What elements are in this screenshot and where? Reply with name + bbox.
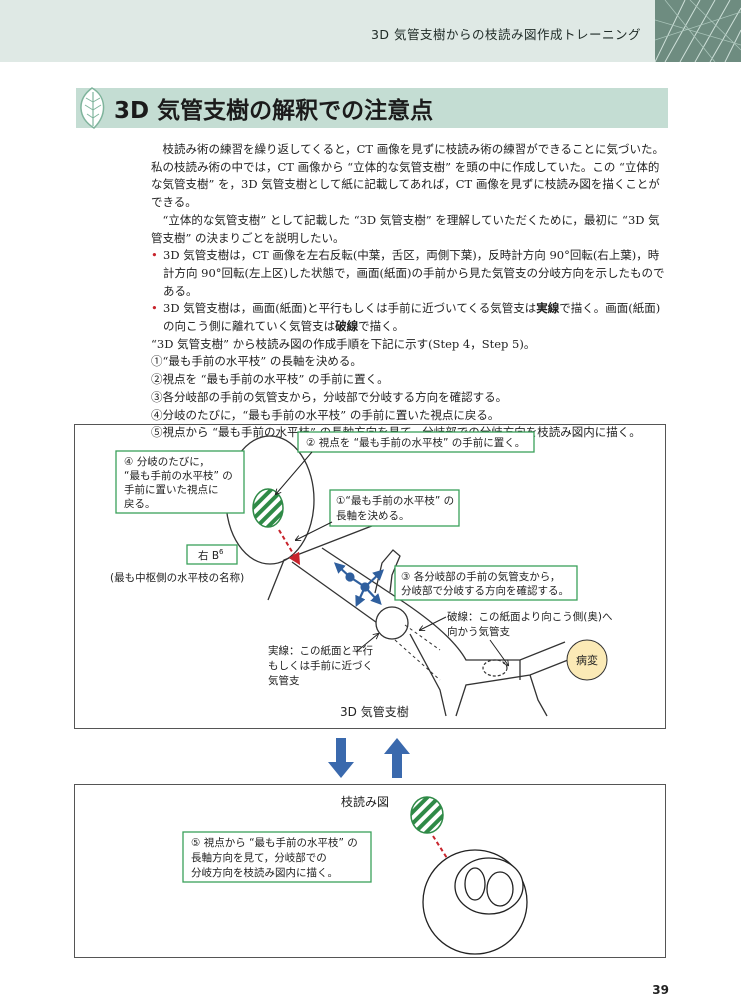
down-arrow-icon <box>328 738 354 778</box>
solid-label-line: もしくは手前に近づく <box>268 659 373 672</box>
emphasis-solid: 実線 <box>536 301 560 316</box>
branch-lumen-1 <box>464 867 486 901</box>
callout-3-box <box>394 565 578 601</box>
lesion <box>566 639 608 681</box>
solid-label-line: 実線：この紙面と平行 <box>268 644 373 657</box>
dashed-label-line: 破線：この紙面より向こう側(奥)へ <box>447 610 612 623</box>
bullet-item: •3D 気管支樹は，画面(紙面)と平行もしくは手前に近づいてくる気管支は実線で描… <box>151 300 669 335</box>
distal-branch-dashed <box>482 659 508 677</box>
diagram-1-caption: 3D 気管支樹 <box>340 704 409 719</box>
step-4: ④分岐のたびに，“最も手前の水平枝” の手前に置いた視点に戻る。 <box>151 407 500 422</box>
branch-direction-arrows <box>333 562 385 607</box>
callout-4-box <box>115 450 245 514</box>
bullet-text: で描く。画面(紙面)の向こう側に離れていく気管支は <box>163 301 661 334</box>
callout-3-text: ③ 各分岐部の手前の気管支から， 分岐部で分岐する方向を確認する。 <box>401 570 569 597</box>
callout-4-line: 手前に置いた視点に <box>124 483 219 496</box>
diagram-branch-reading-frame <box>74 784 666 958</box>
bullet-item: • 3D 気管支樹は，CT 画像を左右反転(中葉，舌区，両側下葉)，反時計方向 9… <box>151 247 669 300</box>
solid-label: 実線：この紙面と平行 もしくは手前に近づく 気管支 <box>268 644 376 687</box>
rb6-label-main: 右 B <box>198 549 219 562</box>
diagram-3d-tree-frame <box>74 424 666 729</box>
bullet-text: 3D 気管支樹は，CT 画像を左右反転(中葉，舌区，両側下葉)，反時計方向 90… <box>163 248 665 298</box>
dashed-label: 破線：この紙面より向こう側(奥)へ 向かう気管支 <box>447 610 616 638</box>
leaf-icon <box>80 87 105 129</box>
bullet-marker: • <box>151 248 158 263</box>
callout-2-box <box>297 431 535 453</box>
dashed-label-pointer <box>420 616 447 630</box>
solid-label-line: 気管支 <box>268 674 300 687</box>
page-number: 39 <box>652 983 669 997</box>
step-2: ②視点を “最も手前の水平枝” の手前に置く。 <box>151 372 389 387</box>
callout-5-line: 分岐方向を枝読み図内に描く。 <box>191 866 338 879</box>
callout-1-line: 長軸を決める。 <box>336 509 410 522</box>
callout-2-pointer <box>276 451 313 494</box>
rb6-label-sup: 6 <box>219 548 224 556</box>
branch-lumen-2 <box>486 871 514 907</box>
diagram-2-caption: 枝読み図 <box>341 794 389 809</box>
callout-5-box <box>182 831 372 883</box>
viewpoint-marker-2 <box>410 796 444 834</box>
solid-label-pointer <box>355 634 378 653</box>
step-3: ③各分岐部の手前の気管支から，分岐部で分岐する方向を確認する。 <box>151 389 508 404</box>
branch-point-circle <box>375 606 409 640</box>
callout-1-box <box>329 489 460 527</box>
callout-3-line: 分岐部で分岐する方向を確認する。 <box>401 584 569 597</box>
dashed-label-line: 向かう気管支 <box>447 625 510 638</box>
section-heading: 3D 気管支樹の解釈での注意点 <box>76 87 668 129</box>
section-title: 3D 気管支樹の解釈での注意点 <box>114 98 434 124</box>
body-text: 枝読み術の練習を繰り返してくると，CT 画像を見ずに枝読み術の練習ができることに… <box>151 141 669 442</box>
rb6-note: (最も中枢側の水平枝の名称) <box>110 571 244 584</box>
bullet-text: 3D 気管支樹は，画面(紙面)と平行もしくは手前に近づいてくる気管支は <box>163 301 537 316</box>
callout-4-line: 戻る。 <box>124 497 156 510</box>
callout-4-line: “最も手前の水平枝” の <box>124 469 233 482</box>
bullet-text: で描く。 <box>358 319 405 334</box>
callout-5-line: 長軸方向を見て，分岐部での <box>191 851 327 864</box>
paragraph: “立体的な気管支樹” として記載した “3D 気管支樹” を理解していただくため… <box>151 212 660 245</box>
callout-2-text: ② 視点を “最も手前の水平枝” の手前に置く。 <box>306 436 525 449</box>
step-1: ①“最も手前の水平枝” の長軸を決める。 <box>151 354 362 369</box>
callout-4-text: ④ 分岐のたびに， “最も手前の水平枝” の 手前に置いた視点に 戻る。 <box>124 455 236 510</box>
rb6-label-box <box>186 544 238 565</box>
viewpoint-marker <box>252 488 284 528</box>
callout-5-line: ⑤ 視点から “最も手前の水平枝” の <box>191 836 358 849</box>
rb6-label: 右 B6 <box>198 548 224 562</box>
callout-1-text: ①“最も手前の水平枝” の 長軸を決める。 <box>336 494 457 522</box>
callout-1-pointer <box>296 521 333 540</box>
up-arrow-icon <box>384 738 410 778</box>
callout-1-line: ①“最も手前の水平枝” の <box>336 494 454 507</box>
bronchial-tree <box>267 521 569 717</box>
running-title: 3D 気管支樹からの枝読み図作成トレーニング <box>370 27 641 42</box>
header-band: 3D 気管支樹からの枝読み図作成トレーニング <box>0 0 741 62</box>
dashed-label-pointer <box>489 639 508 665</box>
bullet-marker: • <box>151 301 158 316</box>
paragraph: 枝読み術の練習を繰り返してくると，CT 画像を見ずに枝読み術の練習ができることに… <box>151 142 665 210</box>
dashed-bronchus-line <box>394 624 441 681</box>
paragraph: “3D 気管支樹” から枝読み図の作成手順を下記に示す(Step 4，Step … <box>151 336 536 351</box>
emphasis-dashed: 破線 <box>335 319 359 334</box>
corner-decoration <box>655 0 741 62</box>
callout-4-line: ④ 分岐のたびに， <box>124 455 210 468</box>
callout-3-line: ③ 各分岐部の手前の気管支から， <box>401 570 560 583</box>
lesion-label: 病変 <box>576 653 598 667</box>
view-direction-arrow <box>278 529 301 566</box>
callout-5-text: ⑤ 視点から “最も手前の水平枝” の 長軸方向を見て，分岐部での 分岐方向を枝… <box>191 836 361 879</box>
